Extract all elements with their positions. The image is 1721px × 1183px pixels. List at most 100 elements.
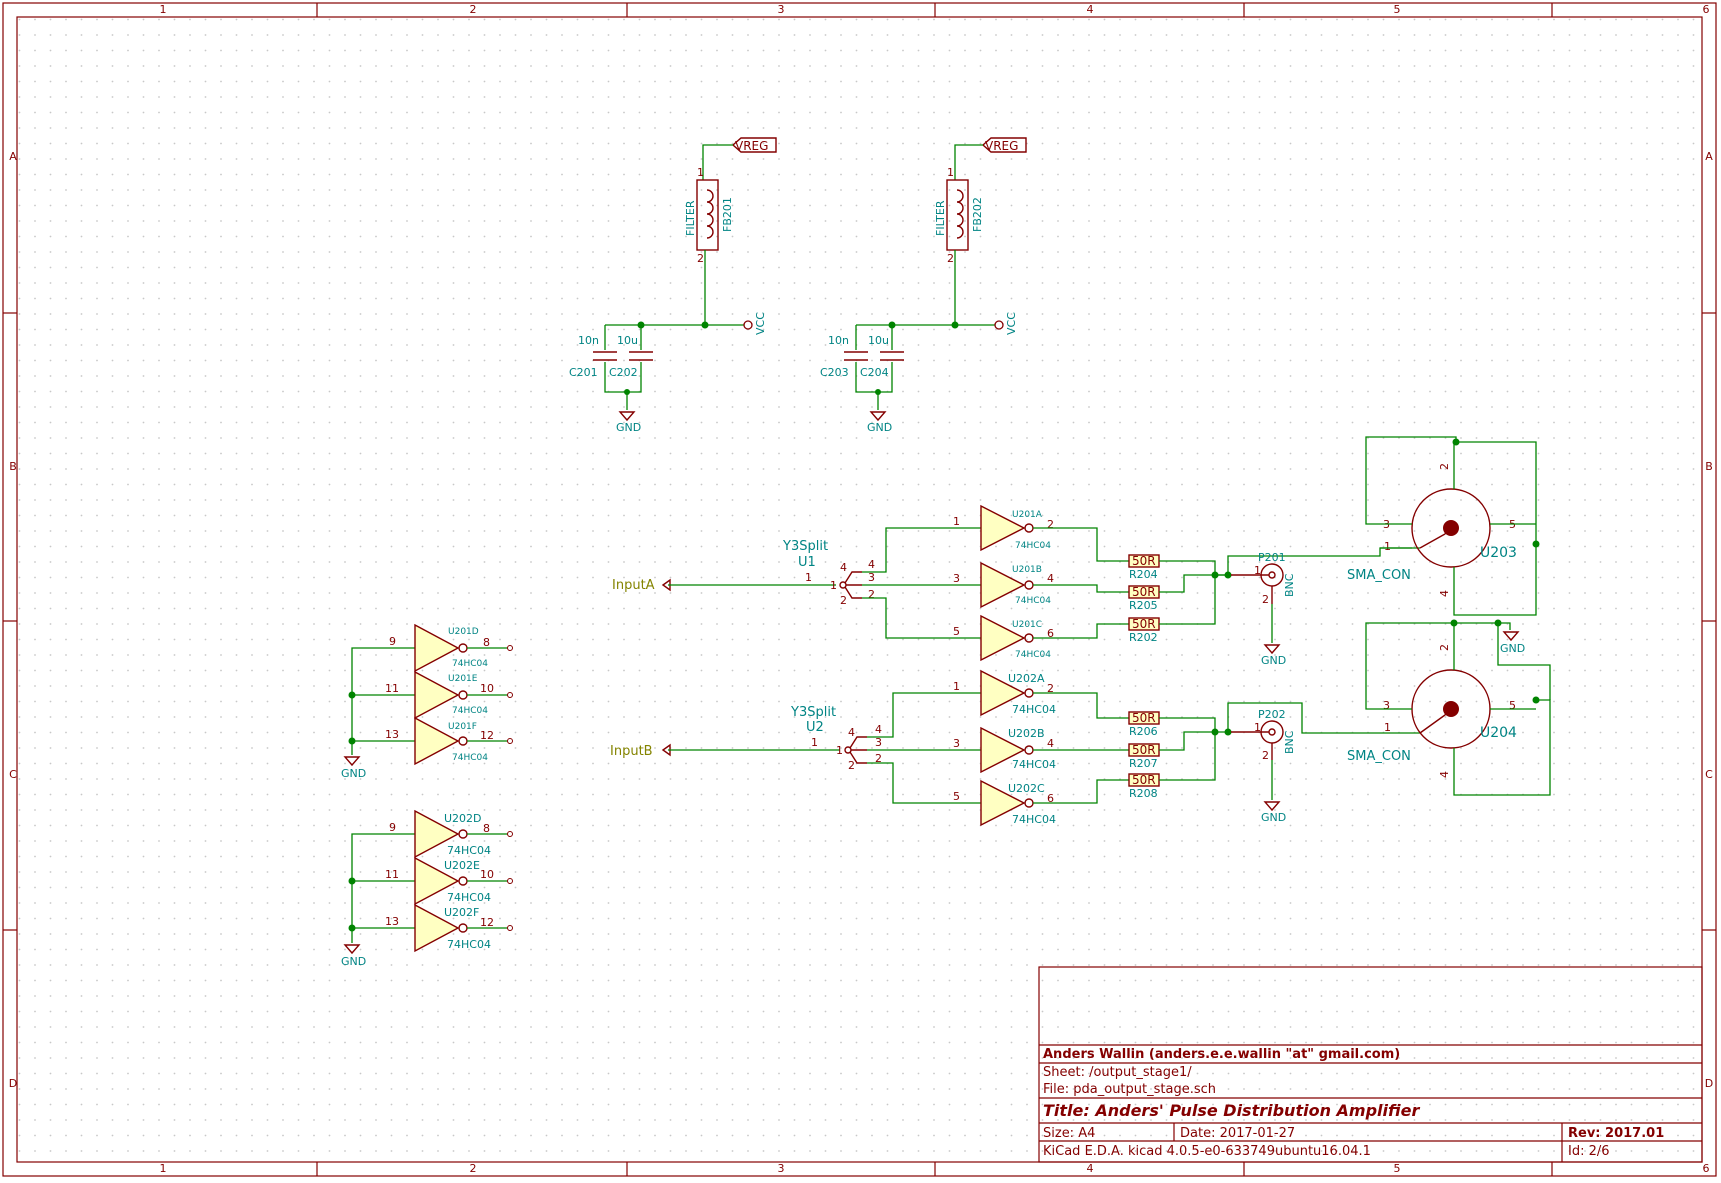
gate-reference: U202E [444,859,480,872]
pin-number: 3 [868,571,875,584]
resistor-value: 50R [1132,554,1156,568]
grid-background [17,17,1702,1162]
zone-row-b-left: B [9,460,17,473]
title-block-date: Date: 2017-01-27 [1180,1126,1295,1141]
pin-number: 1 [953,680,960,693]
gate-value: 74HC04 [447,938,491,951]
vreg-flag [731,137,777,153]
bnc-reference: P202 [1258,708,1286,721]
fb-reference: FB202 [971,197,984,232]
cap-reference: C202 [609,366,638,379]
pin-number: 9 [389,635,396,648]
vcc-label: VCC [754,312,767,335]
gate-reference: U202F [444,906,479,919]
inverter-u201b: 3 4 U201B 74HC04 [953,561,1054,609]
title-block-id: Id: 2/6 [1568,1144,1610,1159]
pin-number: 1 [947,166,954,179]
pin-number: 10 [480,682,494,695]
zone-row-b-right: B [1705,460,1713,473]
vcc-terminal [743,320,753,330]
splitter-name: Y3Split [782,539,828,554]
ferrite-bead [946,179,969,251]
gate-value: 74HC04 [1012,703,1056,716]
bnc-reference: P201 [1258,551,1286,564]
resistor-reference: R205 [1129,599,1158,612]
pin-number: 4 [1047,572,1054,585]
title-block-size: Size: A4 [1043,1126,1095,1141]
resistor-reference: R207 [1129,757,1158,770]
gate-value: 74HC04 [1012,758,1056,771]
zone-col-6-bottom: 6 [1703,1162,1710,1175]
title-block-tool: KiCad E.D.A. kicad 4.0.5-e0-633749ubuntu… [1043,1144,1371,1159]
pin-number: 3 [953,572,960,585]
gnd-label: GND [341,955,366,968]
resistor-value: 50R [1132,617,1156,631]
pin-number: 1 [836,744,843,757]
title-block-rev: Rev: 2017.01 [1568,1126,1664,1141]
inverter-u202b: 3 4 U202B 74HC04 [953,726,1056,774]
pin-number: 13 [385,915,399,928]
title-block-title: Title: Anders' Pulse Distribution Amplif… [1043,1101,1420,1120]
gate-value: 74HC04 [447,891,491,904]
inverter-u202a: 1 2 U202A 74HC04 [953,669,1056,717]
power-filter-2: VREG 1 FILTER FB202 2 VCC 10n 10u C203 C… [820,137,1027,434]
splitter-reference: U1 [798,555,816,570]
pin-number: 1 [697,166,704,179]
pin-number: 6 [1047,627,1054,640]
resistor-reference: R202 [1129,631,1158,644]
channel-a: InputA Y3Split U1 1 1 4 4 3 2 2 1 2 U201… [612,436,1540,667]
zone-row-c-left: C [9,768,17,781]
sma-reference: U204 [1480,725,1517,741]
pin-number: 1 [811,736,818,749]
pin-number: 11 [385,682,399,695]
resistor-reference: R206 [1129,725,1158,738]
gate-value: 74HC04 [447,844,491,857]
vreg-flag [981,137,1027,153]
zone-col-5-top: 5 [1394,3,1401,16]
gate-reference: U202D [444,812,482,825]
gate-reference: U202B [1008,727,1045,740]
zone-row-d-left: D [9,1077,17,1090]
gate-value: 74HC04 [452,706,488,716]
gnd-label: GND [867,421,892,434]
bnc-connector-p201: P201 BNC 1 2 GND [1231,551,1296,667]
zone-col-1-bottom: 1 [160,1162,167,1175]
cap-reference: C204 [860,366,889,379]
resistor-reference: R204 [1129,568,1158,581]
fb-value: FILTER [934,200,947,236]
cap-value: 10n [578,334,599,347]
title-block-sheet: Sheet: /output_stage1/ [1043,1065,1192,1080]
bnc-value: BNC [1283,730,1296,754]
zone-col-1-top: 1 [160,3,167,16]
power-filter-1: VREG 1 FILTER FB201 2 VCC 10n 10u C201 C… [569,137,777,434]
pin-number: 4 [875,723,882,736]
zone-col-6-top: 6 [1703,3,1710,16]
resistor-r204: 50R R204 [1128,554,1160,581]
gate-reference: U202C [1008,782,1045,795]
resistor-r205: 50R R205 [1128,585,1160,612]
pin-number: 1 [1254,564,1261,577]
resistor-r208: 50R R208 [1128,773,1160,800]
fb-reference: FB201 [721,197,734,232]
pin-number: 8 [483,636,490,649]
pin-number: 1 [1384,721,1391,734]
gnd-symbol [618,411,636,422]
pin-number: 4 [1438,771,1451,778]
pin-number: 1 [953,515,960,528]
splitter-symbol [844,736,867,764]
zone-row-a-left: A [9,150,17,163]
sma-reference: U203 [1480,545,1517,561]
splitter-symbol [839,571,862,599]
pin-number: 2 [1047,518,1054,531]
zone-row-c-right: C [1705,768,1713,781]
zone-labels: 1 2 3 4 5 6 1 2 3 4 5 6 A B C D A B C D [9,3,1713,1175]
zone-col-4-top: 4 [1087,3,1094,16]
cap-reference: C203 [820,366,849,379]
gnd-symbol [1263,801,1281,812]
sma-value: SMA_CON [1347,568,1411,583]
vcc-label: VCC [1005,312,1018,335]
zone-row-d-right: D [1705,1077,1713,1090]
zone-col-2-bottom: 2 [470,1162,477,1175]
pin-number: 10 [480,868,494,881]
